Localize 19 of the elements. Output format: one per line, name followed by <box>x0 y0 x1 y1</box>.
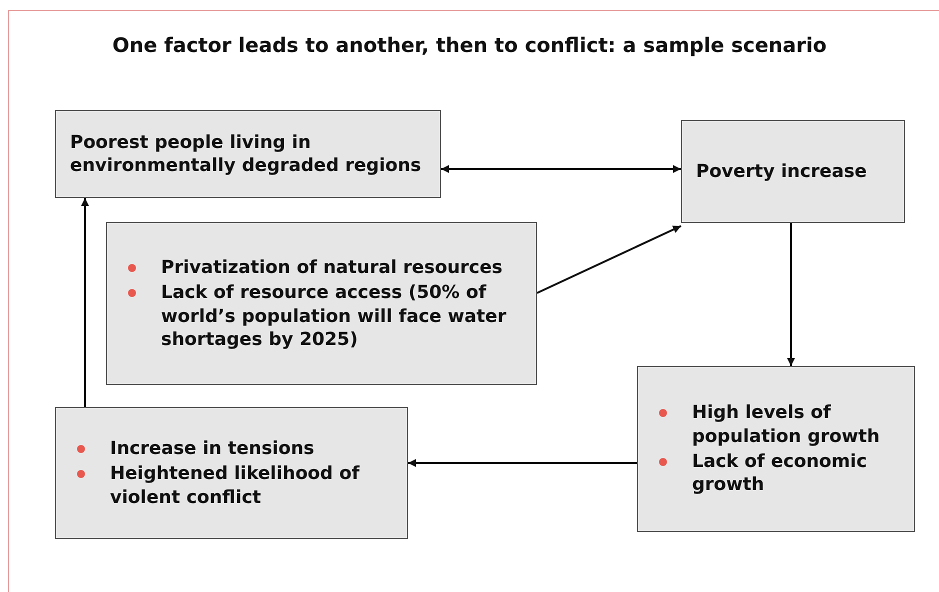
arrow <box>787 223 795 366</box>
bullet-item: Privatization of natural resources <box>107 256 536 280</box>
process-box <box>55 407 408 539</box>
process-box <box>637 366 915 532</box>
arrow <box>441 165 681 173</box>
process-box <box>106 222 537 385</box>
bullet-item: Lack of economic growth <box>638 450 914 497</box>
process-box <box>681 120 905 223</box>
arrow <box>81 198 89 407</box>
bullet-item: Heightened likelihood of violent conflict <box>56 462 407 510</box>
bullet-item: Lack of resource access (50% of world’s population will face water shortages by 2025) <box>107 281 536 352</box>
arrow <box>408 459 637 467</box>
bullet-item: Increase in tensions <box>56 436 407 460</box>
diagram-title: One factor leads to another, then to conflict: a sample scenario <box>111 33 828 57</box>
arrow <box>536 225 682 294</box>
process-box <box>55 110 441 198</box>
box-text: Poorest people living in environmentally degraded regions <box>70 130 422 178</box>
bullet-item: High levels of population growth <box>638 401 914 448</box>
box-text: Poverty increase <box>696 160 868 184</box>
